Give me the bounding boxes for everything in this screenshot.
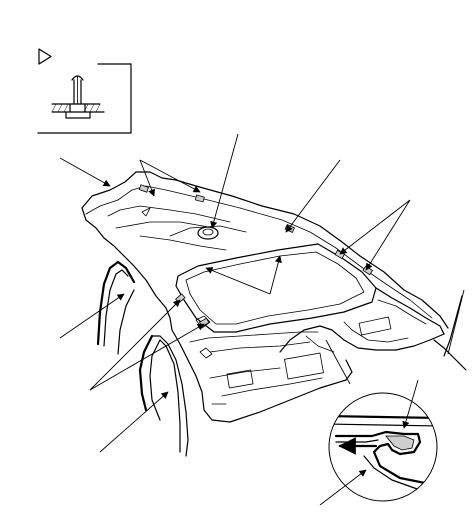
body-pillars — [96, 260, 467, 457]
clip-cross-section-icon — [51, 75, 105, 119]
legend-box — [37, 48, 132, 134]
headliner-panel — [81, 171, 449, 423]
detail-callout-circle — [328, 392, 438, 502]
callout-leaders — [59, 133, 465, 506]
triangle-pointer-icon — [38, 48, 52, 65]
